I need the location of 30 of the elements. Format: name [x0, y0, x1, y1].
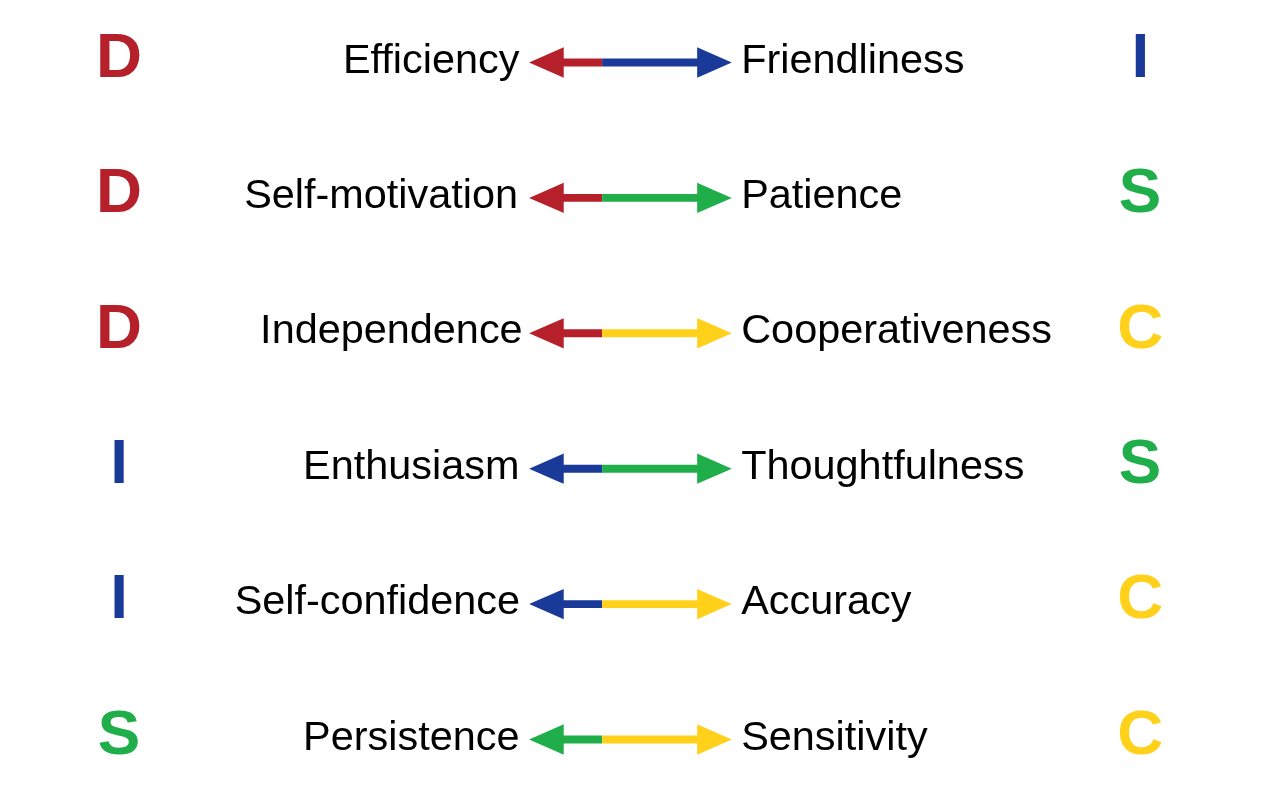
node-text: Efficiency [342, 35, 520, 82]
arrow [529, 47, 732, 78]
node-text: Cooperativeness [741, 306, 1052, 353]
node-label: C [1117, 695, 1164, 768]
node-label: I [1131, 18, 1150, 91]
arrow [529, 318, 732, 349]
node-label: I [110, 425, 129, 498]
node-label: D [96, 154, 143, 227]
node-text: Thoughtfulness [741, 441, 1025, 488]
node-label: C [1117, 289, 1164, 362]
node-label: I [110, 560, 129, 633]
arrow [529, 588, 732, 620]
node-text: Enthusiasm [303, 441, 520, 488]
node-text: Persistence [303, 712, 520, 759]
node-label: C [1117, 560, 1164, 633]
node-label: S [1118, 425, 1162, 498]
node-label: D [96, 18, 143, 91]
node-label: S [1118, 154, 1162, 227]
node-text: Sensitivity [741, 712, 928, 759]
node-label: D [96, 289, 143, 362]
node-text: Self-confidence [234, 577, 521, 624]
node-text: Independence [260, 306, 523, 353]
arrow [529, 724, 732, 755]
node-text: Self-motivation [244, 170, 519, 217]
arrow [529, 453, 732, 484]
arrow [529, 182, 732, 214]
node-text: Patience [741, 170, 903, 217]
node-text: Accuracy [741, 577, 912, 624]
node-text: Friendliness [741, 35, 965, 82]
node-label: S [97, 695, 141, 768]
